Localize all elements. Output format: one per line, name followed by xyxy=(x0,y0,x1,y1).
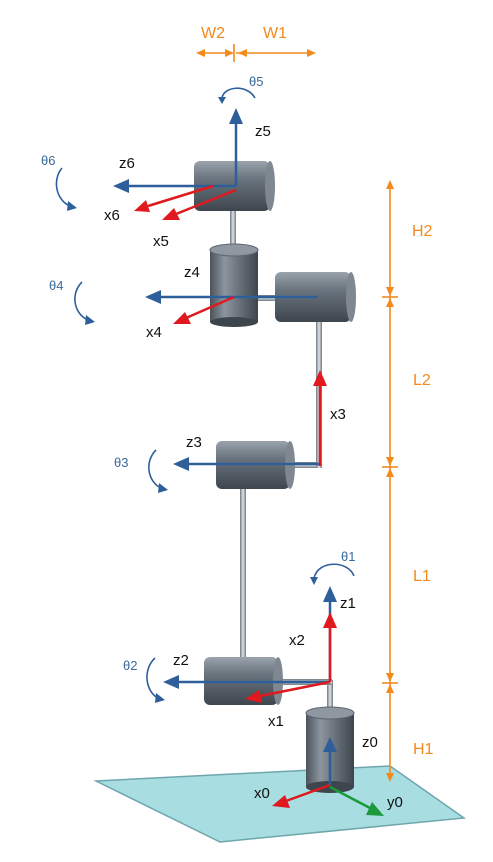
angle-label-theta1: θ1 xyxy=(341,549,355,564)
dimension-label-l1: L1 xyxy=(413,568,431,585)
dimension-label-h1: H1 xyxy=(413,741,434,758)
rotation-arrow-icon xyxy=(310,563,355,585)
axis-label-x0: x0 xyxy=(254,785,270,802)
x4-axis-arrow xyxy=(173,295,235,324)
rotation-arrow-icon xyxy=(74,281,95,325)
angle-label-theta6: θ6 xyxy=(41,153,55,168)
link-rod-base-to-shoulder xyxy=(327,680,333,715)
x1-axis-arrow xyxy=(245,680,331,703)
z0-axis-arrow xyxy=(323,737,337,785)
angle-label-theta5: θ5 xyxy=(249,74,263,89)
x5-axis-arrow xyxy=(162,188,237,220)
axis-label-z6: z6 xyxy=(119,155,135,172)
dimension-label-w1: W1 xyxy=(263,25,287,42)
x0-axis-arrow xyxy=(272,783,331,808)
axis-label-z2: z2 xyxy=(173,652,189,669)
axis-label-z0: z0 xyxy=(362,734,378,751)
angle-label-theta2: θ2 xyxy=(123,658,137,673)
x3-axis-arrow xyxy=(313,370,327,466)
z5-axis-arrow xyxy=(229,108,243,186)
rotation-arrow-icon xyxy=(55,167,77,211)
axis-label-z1: z1 xyxy=(340,595,356,612)
angle-label-theta4: θ4 xyxy=(49,278,63,293)
y0-axis-arrow xyxy=(329,785,384,816)
axis-label-y0: y0 xyxy=(387,794,403,811)
z2-axis-arrow xyxy=(163,675,330,689)
axis-label-x5: x5 xyxy=(153,233,169,250)
rotation-arrow-icon xyxy=(148,449,168,493)
joint-wrist-vertical xyxy=(209,243,259,327)
dimension-arrow-icon xyxy=(196,44,316,62)
x2-axis-arrow xyxy=(323,612,337,682)
rotation-arrow-icon xyxy=(146,657,165,703)
dimension-label-w2: W2 xyxy=(201,25,225,42)
rotation-arrow-icon xyxy=(218,87,256,104)
axis-label-x6: x6 xyxy=(104,207,120,224)
angle-label-theta3: θ3 xyxy=(114,455,128,470)
z6-axis-arrow xyxy=(113,179,236,193)
axis-label-x1: x1 xyxy=(268,713,284,730)
dimension-arrow-icon xyxy=(382,180,398,782)
axis-label-z4: z4 xyxy=(184,264,200,281)
dimension-label-l2: L2 xyxy=(413,372,431,389)
axis-label-x3: x3 xyxy=(330,406,346,423)
axis-label-x2: x2 xyxy=(289,632,305,649)
axis-label-z5: z5 xyxy=(255,123,271,140)
link-rod-lower-arm xyxy=(240,480,246,662)
dimension-label-h2: H2 xyxy=(412,223,433,240)
x6-axis-arrow xyxy=(134,184,214,212)
z4-axis-arrow xyxy=(145,290,318,304)
axis-label-x4: x4 xyxy=(146,324,162,341)
link-rod-wrist-vertical xyxy=(230,208,236,248)
z3-axis-arrow xyxy=(173,457,320,471)
axis-label-z3: z3 xyxy=(186,434,202,451)
